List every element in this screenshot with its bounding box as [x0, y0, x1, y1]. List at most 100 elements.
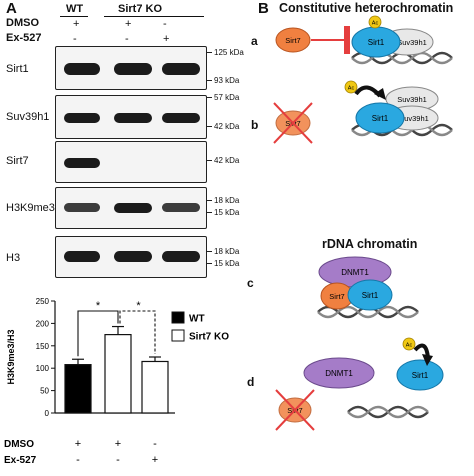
kda-marker: 42 kDa: [214, 122, 240, 131]
kda-marker: 57 kDa: [214, 93, 240, 102]
sirt7-protein: Sirt7: [275, 27, 311, 53]
sirt7-protein-inhibited: Sirt7: [275, 389, 315, 431]
y-tick-label: 200: [36, 319, 50, 328]
sirt1-protein: Sirt1: [347, 279, 393, 311]
blot-h3k9me3: [55, 187, 207, 229]
band: [64, 63, 100, 75]
ex527-sign: -: [125, 33, 129, 45]
svg-text:Suv39h1: Suv39h1: [397, 95, 427, 104]
band: [162, 251, 200, 262]
acetyl-badge: Ac: [344, 80, 358, 94]
row-label-a: a: [251, 34, 258, 48]
significance-bracket: [119, 310, 156, 354]
band: [114, 251, 152, 262]
y-tick-label: 250: [36, 297, 50, 306]
treatment-sign: -: [153, 438, 157, 450]
legend-label: Sirt7 KO: [189, 332, 229, 343]
sirt1-protein: Sirt1: [351, 26, 401, 58]
blot-sirt1: [55, 46, 207, 90]
bar: [64, 364, 92, 414]
legend-swatch: [171, 329, 185, 342]
acetyl-badge: Ac: [402, 337, 416, 351]
blot-h3: [55, 236, 207, 278]
kda-marker: 15 kDa: [214, 208, 240, 217]
treatment-sign: -: [116, 454, 120, 466]
significance-star: *: [96, 300, 101, 312]
svg-text:Sirt7: Sirt7: [285, 36, 300, 45]
deacetylation-arrow-icon: [413, 343, 430, 359]
band: [64, 113, 100, 123]
wt-header: WT: [66, 3, 84, 15]
y-tick-label: 100: [36, 364, 50, 373]
blot-label-sirt7: Sirt7: [6, 155, 29, 167]
blot-label-sirt1: Sirt1: [6, 63, 29, 75]
blot-label-h3: H3: [6, 252, 21, 264]
band: [64, 251, 100, 262]
dmso-sign: +: [73, 18, 80, 30]
legend-label: WT: [189, 314, 205, 325]
wt-underline: [60, 16, 88, 17]
title-constitutive: Constitutive heterochromatin: [279, 1, 454, 15]
svg-text:Ac: Ac: [372, 21, 379, 27]
y-axis-label: H3K9me3/H3: [6, 329, 16, 384]
band: [64, 203, 100, 212]
row-label-b: b: [251, 118, 259, 132]
kda-marker: 18 kDa: [214, 196, 240, 205]
sirt7-protein-inhibited: Sirt7: [273, 102, 313, 144]
significance-bracket: [77, 310, 119, 357]
dnmt1-protein: DNMT1: [303, 357, 375, 389]
svg-text:Ac: Ac: [348, 86, 355, 92]
band: [162, 113, 200, 123]
kda-marker: 42 kDa: [214, 156, 240, 165]
svg-text:Suv39h1: Suv39h1: [397, 38, 427, 47]
bar: [141, 360, 169, 414]
svg-text:DNMT1: DNMT1: [325, 369, 353, 378]
treatment-label: Ex-527: [4, 455, 37, 466]
band: [114, 203, 152, 213]
kda-marker: 18 kDa: [214, 247, 240, 256]
svg-text:Sirt1: Sirt1: [412, 371, 429, 380]
treatment-sign: +: [115, 438, 121, 450]
y-tick-label: 50: [40, 387, 49, 396]
cross-mark: [275, 389, 315, 431]
dmso-sign: -: [163, 18, 167, 30]
kda-marker: 125 kDa: [214, 48, 244, 57]
blot-label-h3k9me3: H3K9me3: [6, 202, 55, 214]
cross-mark: [273, 102, 313, 144]
dmso-label: DMSO: [6, 17, 39, 29]
panel-b-letter: B: [258, 0, 269, 17]
dmso-sign: +: [125, 18, 132, 30]
band: [114, 63, 152, 75]
ex527-sign: +: [163, 33, 170, 45]
band: [114, 113, 152, 123]
svg-text:Sirt1: Sirt1: [372, 114, 389, 123]
kda-marker: 93 kDa: [214, 76, 240, 85]
svg-text:Sirt1: Sirt1: [368, 38, 385, 47]
treatment-sign: +: [75, 438, 81, 450]
svg-text:Sirt7: Sirt7: [329, 292, 344, 301]
significance-star: *: [136, 300, 141, 312]
row-label-c: c: [247, 276, 254, 290]
acetyl-badge: Ac: [368, 15, 382, 29]
panel-a-letter: A: [6, 0, 17, 17]
ex527-sign: -: [73, 33, 77, 45]
blot-label-suv39h1: Suv39h1: [6, 111, 50, 123]
ko-header: Sirt7 KO: [118, 3, 163, 15]
blot-suv39h1: [55, 95, 207, 139]
band: [64, 158, 100, 168]
y-tick-label: 0: [45, 409, 50, 418]
sirt1-protein: Sirt1: [355, 102, 405, 134]
kda-marker: 15 kDa: [214, 259, 240, 268]
y-tick-label: 150: [36, 342, 50, 351]
title-rdna: rDNA chromatin: [322, 237, 418, 251]
svg-text:Sirt1: Sirt1: [362, 291, 379, 300]
sirt1-protein: Sirt1: [396, 359, 444, 391]
band: [162, 63, 200, 75]
blot-sirt7: [55, 141, 207, 183]
ko-underline: [104, 16, 204, 17]
legend-swatch: [171, 311, 185, 324]
mechanism-diagram: Sirt7 Suv39h1 Sirt1 Ac Sirt7 Suv39h1 Suv…: [273, 15, 453, 431]
treatment-sign: +: [152, 454, 158, 466]
svg-text:Ac: Ac: [406, 343, 413, 349]
svg-text:Suv39h1: Suv39h1: [399, 114, 429, 123]
